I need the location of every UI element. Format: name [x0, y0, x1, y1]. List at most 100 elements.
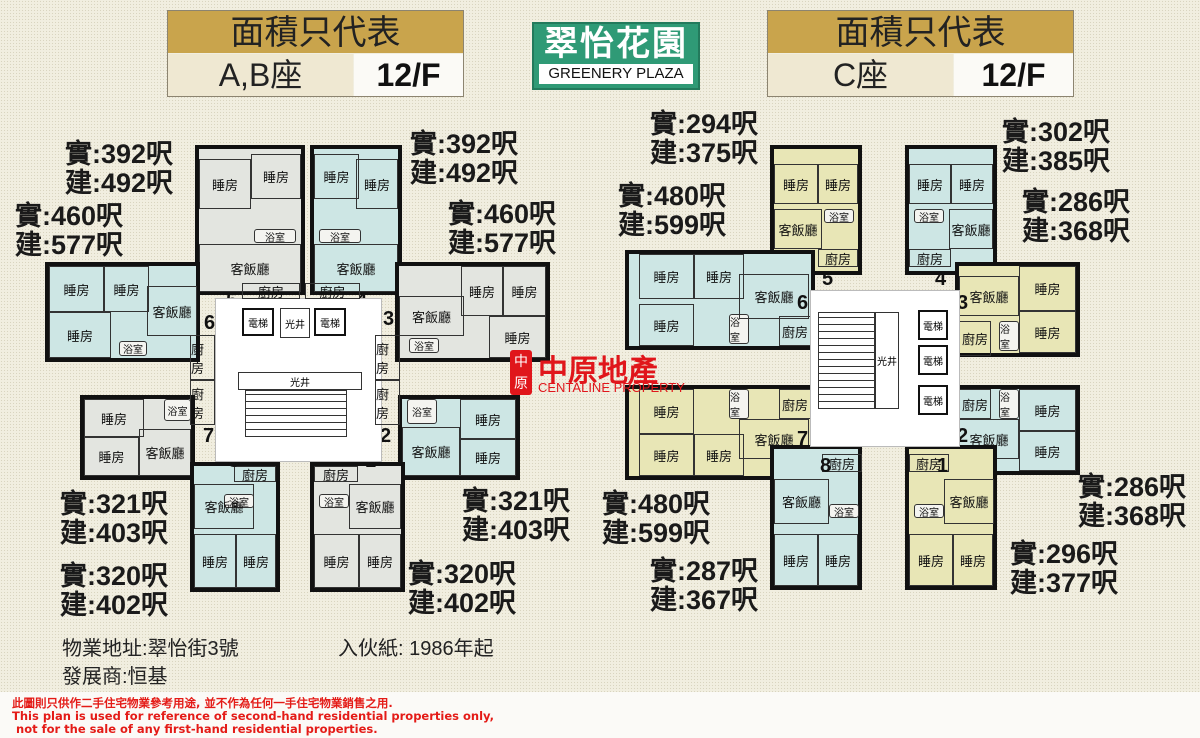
saleable-area: 實:286呎 [1022, 187, 1131, 217]
bath-room: 浴室 [999, 389, 1019, 419]
saleable-area: 實:287呎 [650, 556, 759, 586]
gross-area: 建:385呎 [1002, 146, 1111, 176]
area-label-c-6: 實:480呎建:599呎 [618, 182, 726, 240]
saleable-area: 實:320呎 [60, 561, 169, 591]
unit-number: 3 [383, 308, 395, 330]
bath-room: 浴室 [119, 341, 147, 356]
bedroom-room: 睡房 [461, 266, 503, 316]
unit-number: 1 [937, 455, 949, 477]
watermark-name-zh: 中原地產 [538, 355, 658, 388]
bedroom-room: 睡房 [194, 534, 236, 588]
bedroom-room: 睡房 [639, 389, 694, 434]
area-label-ab-3: 實:460呎建:577呎 [448, 200, 556, 258]
header-ab: 面積只代表 A,B座 12/F [167, 10, 464, 97]
saleable-area: 實:286呎 [1078, 472, 1187, 502]
area-label-c-1: 實:296呎建:377呎 [1010, 540, 1118, 598]
saleable-area: 實:302呎 [1002, 117, 1111, 147]
block-label: C座 [768, 54, 953, 96]
bedroom-room: 睡房 [84, 437, 139, 476]
area-label-c-4: 實:302呎建:385呎 [1002, 118, 1110, 176]
header-c: 面積只代表 C座 12/F [767, 10, 1074, 97]
living-room: 客飯廳 [774, 209, 822, 249]
saleable-area: 實:480呎 [618, 181, 727, 211]
area-label-c-7: 實:480呎建:599呎 [602, 490, 710, 548]
unit-ab-1: 廚房浴室客飯廳睡房睡房 [310, 462, 405, 592]
saleable-area: 實:460呎 [15, 201, 124, 231]
saleable-area: 實:460呎 [448, 199, 557, 229]
gross-area: 建:367呎 [650, 585, 759, 615]
bedroom-room: 睡房 [199, 159, 251, 209]
bedroom-room: 睡房 [1019, 266, 1076, 311]
kitchen-room: 廚房 [959, 321, 991, 356]
bedroom-room: 睡房 [236, 534, 276, 588]
living-room: 客飯廳 [949, 209, 993, 249]
bedroom-room: 睡房 [694, 254, 744, 299]
area-label-ab-4: 實:392呎建:492呎 [410, 130, 518, 188]
bedroom-room: 睡房 [774, 534, 818, 586]
kitchen-room: 廚房 [375, 335, 400, 380]
unit-number: 7 [203, 425, 215, 447]
bath-room: 浴室 [729, 389, 749, 419]
area-note: 面積只代表 [768, 11, 1073, 53]
gross-area: 建:492呎 [65, 168, 174, 198]
unit-c-3: 客飯廳睡房睡房浴室廚房 [955, 262, 1080, 357]
bath-room: 浴室 [164, 399, 191, 421]
lift: 電梯 [242, 308, 274, 336]
centaline-seal-logo: 中原 [510, 350, 532, 395]
bedroom-room: 睡房 [909, 534, 953, 586]
estate-name-zh: 翠怡花園 [544, 25, 688, 63]
gross-area: 建:599呎 [602, 518, 711, 548]
light-well: 光井 [280, 308, 310, 338]
living-room: 客飯廳 [147, 286, 197, 336]
lift: 電梯 [314, 308, 346, 336]
bath-room: 浴室 [254, 229, 296, 244]
kitchen-room: 廚房 [822, 454, 862, 472]
bedroom-room: 睡房 [1019, 311, 1076, 353]
bedroom-room: 睡房 [953, 534, 993, 586]
floor-label: 12/F [954, 54, 1073, 96]
bedroom-room: 睡房 [1019, 431, 1076, 471]
bath-room: 浴室 [999, 321, 1019, 351]
area-label-ab-5: 實:392呎建:492呎 [65, 140, 173, 198]
saleable-area: 實:320呎 [408, 559, 517, 589]
lift: 電梯 [918, 345, 948, 375]
bedroom-room: 睡房 [356, 159, 398, 209]
living-room: 客飯廳 [739, 274, 809, 319]
unit-number: 5 [822, 268, 834, 290]
kitchen-room: 廚房 [190, 335, 215, 380]
kitchen-room: 廚房 [305, 283, 360, 300]
block-label: A,B座 [168, 54, 353, 96]
kitchen-room: 廚房 [242, 283, 300, 300]
saleable-area: 實:480呎 [602, 489, 711, 519]
bath-room: 浴室 [409, 338, 439, 353]
area-label-ab-7: 實:321呎建:403呎 [60, 490, 168, 548]
area-label-ab-6: 實:460呎建:577呎 [15, 202, 123, 260]
bedroom-room: 睡房 [49, 266, 104, 312]
bedroom-room: 睡房 [951, 164, 993, 204]
area-label-ab-2: 實:321呎建:403呎 [462, 487, 570, 545]
bedroom-room: 睡房 [818, 534, 858, 586]
kitchen-room: 廚房 [779, 389, 811, 419]
gross-area: 建:377呎 [1010, 568, 1119, 598]
unit-ab-6: 睡房睡房睡房浴室客飯廳 [45, 262, 200, 362]
kitchen-room: 廚房 [375, 380, 400, 425]
gross-area: 建:402呎 [408, 588, 517, 618]
disclaimer-en-2: not for the sale of any first-hand resid… [12, 722, 378, 736]
light-well: 光井 [238, 372, 362, 390]
unit-ab-2: 客飯廳睡房睡房浴室 [398, 395, 520, 480]
unit-c-5: 睡房睡房浴室客飯廳廚房 [770, 145, 862, 275]
bedroom-room: 睡房 [251, 154, 301, 199]
bedroom-room: 睡房 [774, 164, 818, 204]
saleable-area: 實:321呎 [60, 489, 169, 519]
living-room: 客飯廳 [139, 429, 191, 476]
bath-room: 浴室 [407, 399, 437, 424]
bedroom-room: 睡房 [639, 434, 694, 476]
unit-number: 2 [380, 425, 392, 447]
bedroom-room: 睡房 [314, 154, 359, 199]
kitchen-room: 廚房 [779, 316, 811, 346]
unit-c-6: 睡房睡房睡房浴室客飯廳廚房 [625, 250, 815, 350]
bedroom-room: 睡房 [104, 266, 149, 312]
saleable-area: 實:392呎 [410, 129, 519, 159]
bedroom-room: 睡房 [909, 164, 951, 204]
bedroom-room: 睡房 [639, 304, 694, 346]
